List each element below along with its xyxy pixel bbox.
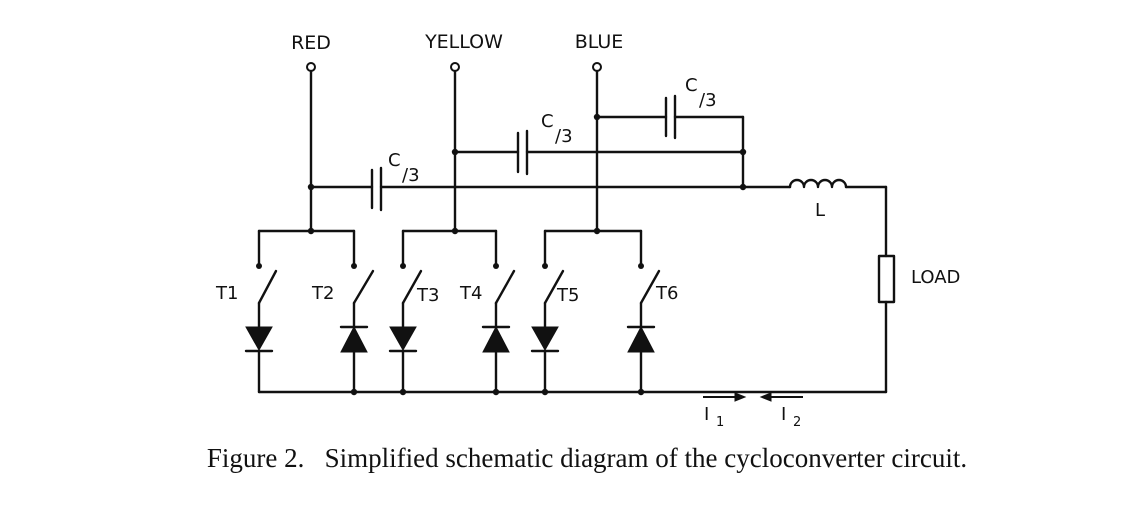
bottom-bus <box>257 388 888 396</box>
blue-phase-feed <box>592 62 602 233</box>
i2-subscript: 2 <box>793 415 801 430</box>
capacitor-yellow: C /3 <box>451 111 745 176</box>
thyristor-t5: T5 <box>530 263 579 394</box>
load-label: LOAD <box>911 267 960 288</box>
yellow-phase-feed <box>450 62 460 233</box>
yellow-pair-bus <box>401 227 498 266</box>
thyristor-t1: T1 <box>215 263 278 394</box>
cap-red-div: /3 <box>402 165 420 186</box>
thyristor-t6: T6 <box>626 263 678 394</box>
current-i2: I 2 <box>759 392 803 430</box>
current-i1: I 1 <box>703 392 747 430</box>
i1-subscript: 1 <box>716 415 724 430</box>
yellow-label: YELLOW <box>424 31 503 53</box>
load-resistor <box>877 254 896 304</box>
inductor-label: L <box>815 200 825 221</box>
cap-red-c: C <box>388 150 401 171</box>
blue-pair-bus <box>543 227 643 266</box>
load: LOAD <box>877 185 960 394</box>
t2-label: T2 <box>311 283 334 304</box>
capacitor-bus <box>739 115 747 191</box>
inductor: L <box>741 178 888 221</box>
i1-label: I <box>704 404 709 425</box>
thyristor-t2: T2 <box>311 263 375 394</box>
red-pair-bus <box>257 227 356 266</box>
red-label: RED <box>291 32 331 54</box>
blue-label: BLUE <box>575 31 624 53</box>
t3-label: T3 <box>416 285 439 306</box>
t6-label: T6 <box>655 283 678 304</box>
capacitor-red: C /3 <box>307 150 745 212</box>
i2-label: I <box>781 404 786 425</box>
capacitor-blue: C /3 <box>593 75 745 140</box>
red-phase-feed <box>306 62 316 233</box>
cap-yellow-div: /3 <box>555 126 573 147</box>
cap-blue-c: C <box>685 75 698 96</box>
cap-blue-div: /3 <box>699 90 717 111</box>
t4-label: T4 <box>459 283 482 304</box>
thyristor-t4: T4 <box>459 263 516 394</box>
figure-caption: Figure 2. Simplified schematic diagram o… <box>207 443 967 473</box>
t1-label: T1 <box>215 283 238 304</box>
t5-label: T5 <box>556 285 579 306</box>
thyristor-t3: T3 <box>388 263 439 394</box>
cap-yellow-c: C <box>541 111 554 132</box>
